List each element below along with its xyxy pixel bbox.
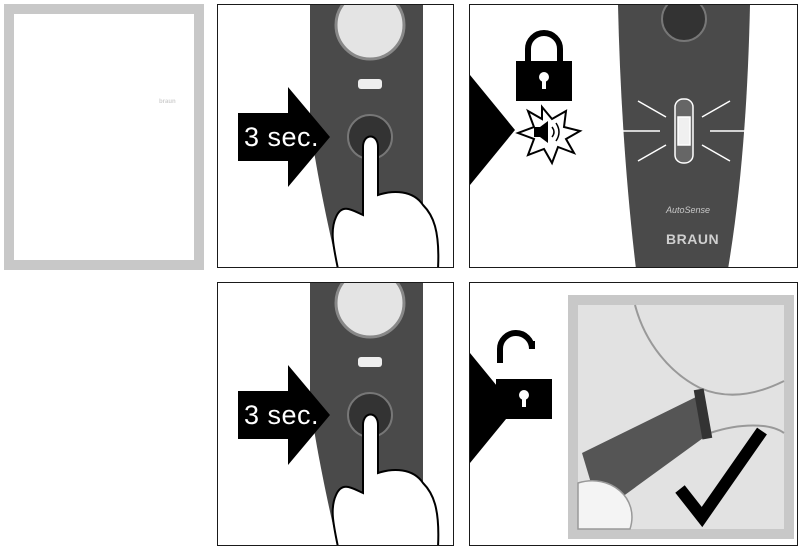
device-brand-small: braun <box>159 99 176 105</box>
arrow-icon <box>470 353 515 463</box>
flashing-light-icon <box>620 98 750 164</box>
duration-label: 3 sec. <box>244 122 320 152</box>
trimmer-device-icon <box>582 395 710 513</box>
unlock-press-panel: 3 sec. <box>217 282 454 546</box>
length-dial-icon <box>334 5 406 61</box>
checkmark-icon <box>675 427 767 528</box>
arrow-icon <box>238 87 330 187</box>
model-label: AutoSense <box>666 205 711 215</box>
lock-open-icon <box>496 330 552 419</box>
arrow-icon <box>470 75 515 185</box>
lock-closed-icon <box>516 30 572 101</box>
pointing-hand-icon <box>331 135 440 267</box>
hand-icon <box>577 480 633 530</box>
lock-confirm-panel: AutoSense BRAUN <box>469 4 798 268</box>
brand-label: BRAUN <box>666 231 720 247</box>
pointing-hand-icon <box>331 413 440 545</box>
length-dial-icon <box>334 283 406 339</box>
speaker-sound-icon <box>515 104 583 166</box>
travel-lock-panel: braun <box>4 4 204 270</box>
unlock-confirm-panel <box>469 282 798 546</box>
lock-press-panel: 3 sec. <box>217 4 454 268</box>
duration-label: 3 sec. <box>244 400 320 430</box>
arrow-icon <box>238 365 330 465</box>
